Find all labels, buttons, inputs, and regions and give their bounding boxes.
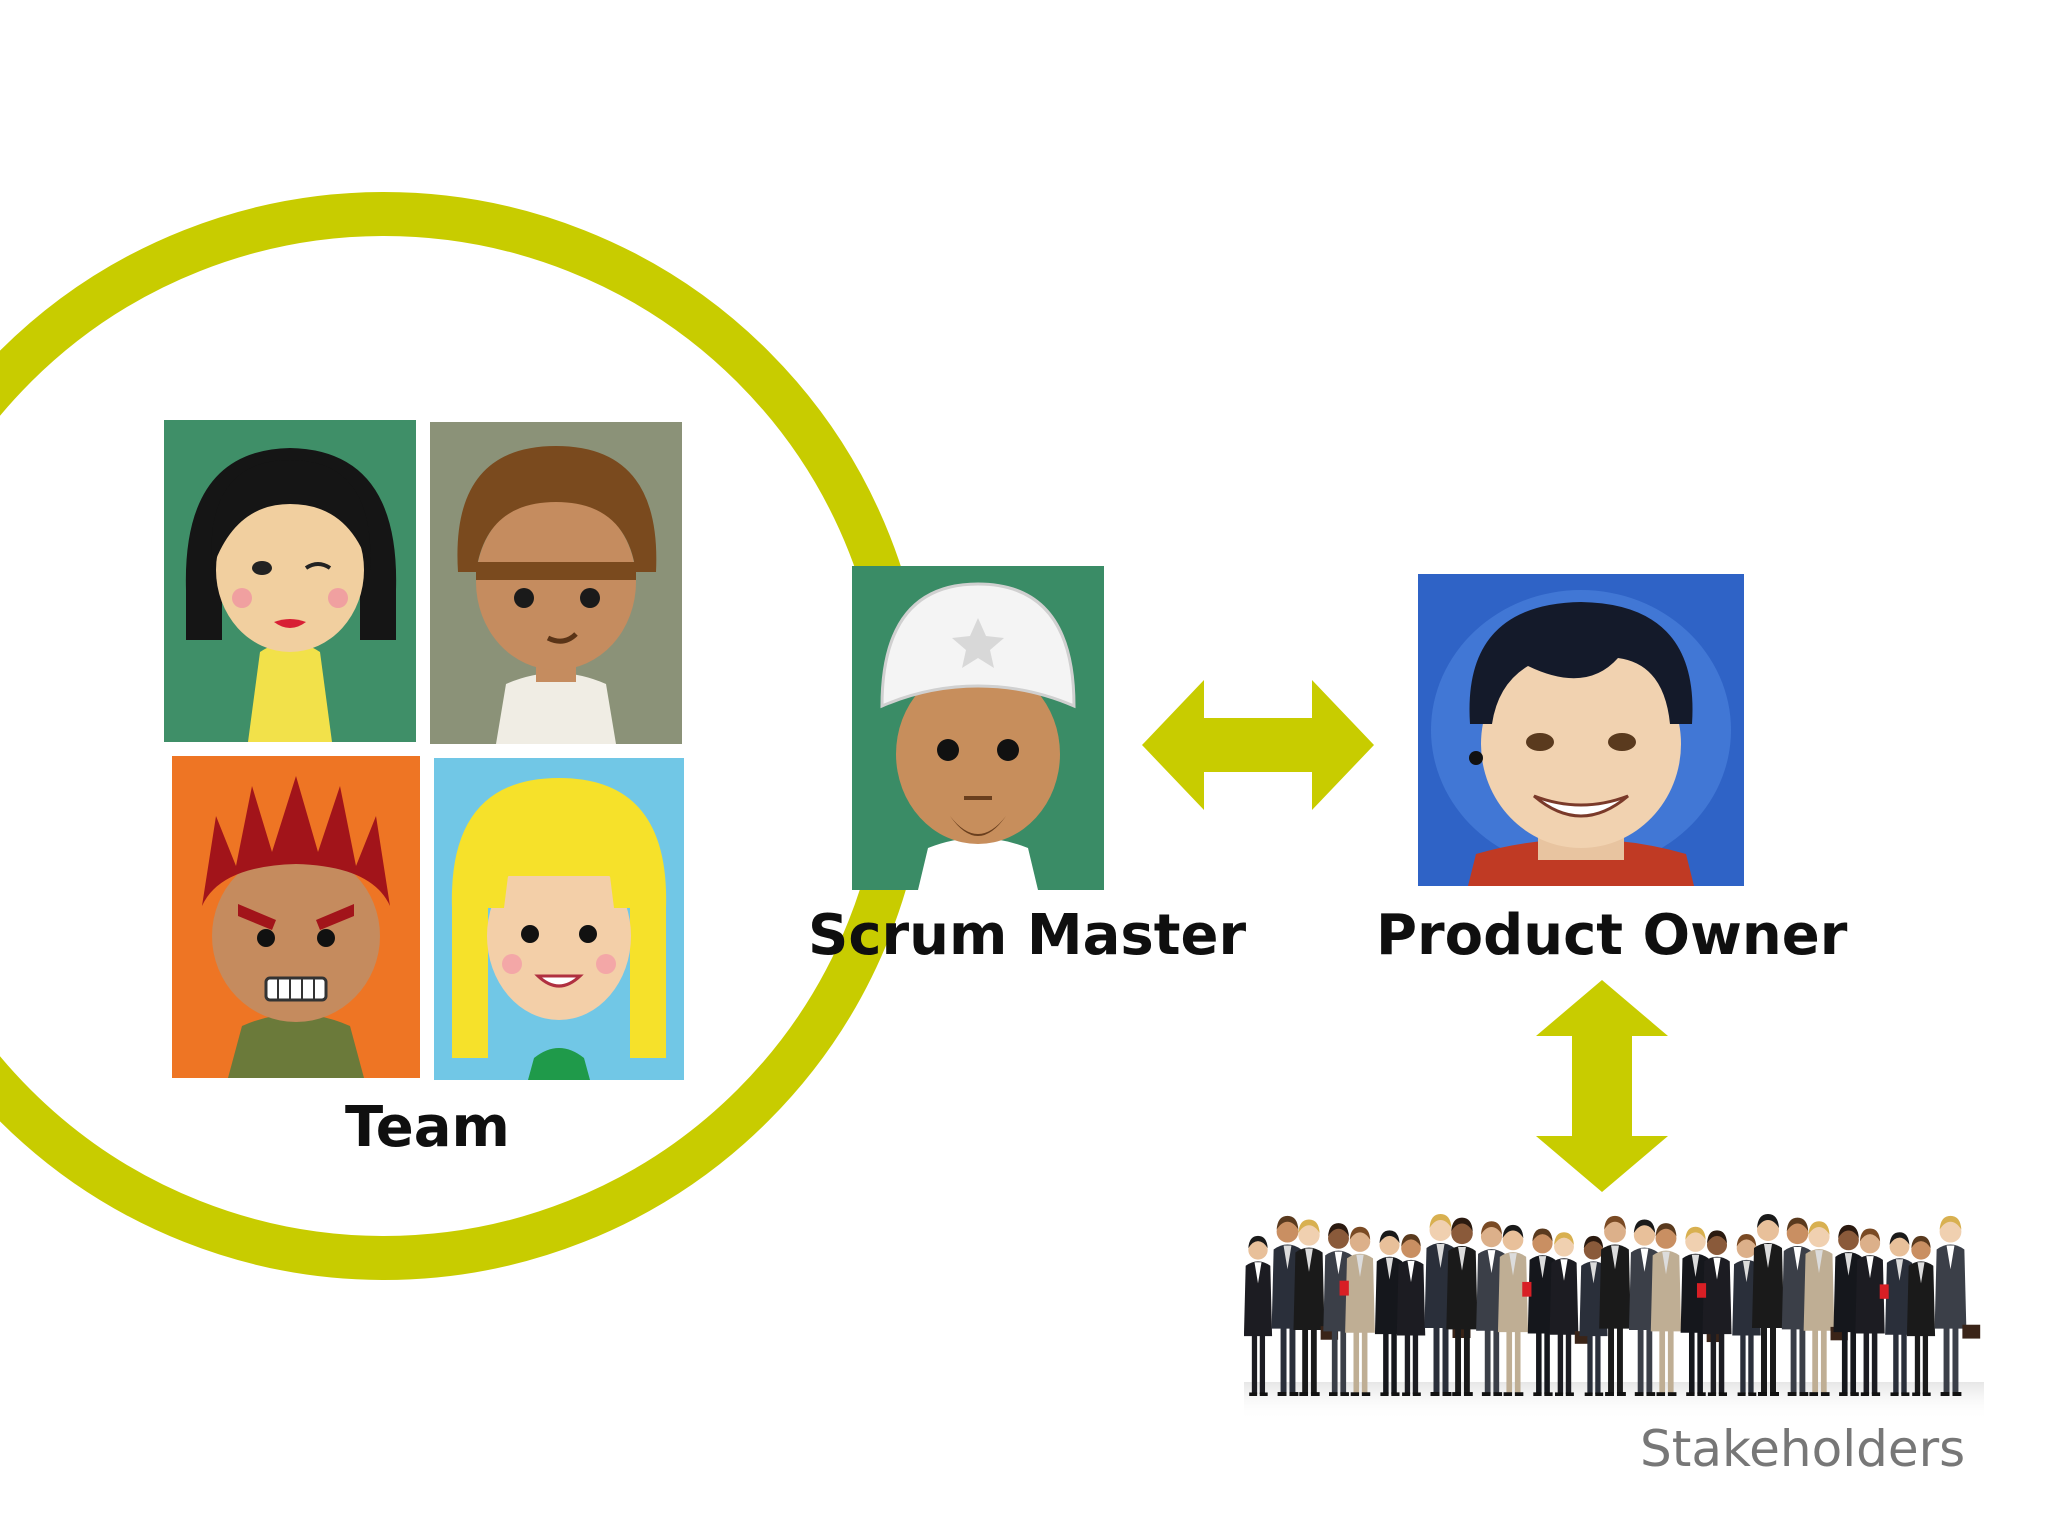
stakeholders-crowd-image (1244, 1196, 1984, 1420)
stakeholder-figure (1522, 1228, 1558, 1396)
team-member-1-avatar (164, 420, 416, 742)
product-owner-label: Product Owner (1376, 903, 1848, 968)
stakeholder-figure (1497, 1224, 1529, 1396)
stakeholder-figure (1855, 1228, 1885, 1396)
stakeholder-figure (1374, 1230, 1405, 1396)
stakeholder-figure (1339, 1226, 1375, 1396)
stakeholder-figure (1323, 1223, 1354, 1396)
double-arrow-horizontal-icon (1142, 680, 1374, 810)
stakeholder-figure (1696, 1230, 1732, 1396)
stakeholder-figure (1680, 1226, 1724, 1396)
stakeholder-figure (1549, 1232, 1591, 1396)
stakeholders-label: Stakeholders (1640, 1420, 1966, 1478)
double-arrow-vertical-icon (1536, 980, 1668, 1192)
stakeholder-figure (1599, 1215, 1631, 1396)
stakeholder-figure (1396, 1234, 1426, 1396)
stakeholder-figure (1650, 1223, 1682, 1396)
team-label: Team (345, 1095, 510, 1160)
stakeholder-figure (1803, 1221, 1848, 1396)
stakeholder-figure (1906, 1235, 1936, 1396)
scrum-master-label: Scrum Master (808, 903, 1247, 968)
stakeholder-figure (1752, 1214, 1784, 1396)
team-member-3-avatar (172, 756, 420, 1078)
product-owner-avatar (1418, 574, 1744, 886)
scrum-master-avatar (852, 566, 1104, 890)
team-member-2-avatar (430, 422, 682, 744)
stakeholder-figure (1934, 1215, 1981, 1396)
stakeholder-figure (1446, 1217, 1478, 1396)
stakeholder-figure (1244, 1235, 1273, 1396)
stakeholder-figure (1879, 1232, 1914, 1396)
team-member-4-avatar (434, 758, 684, 1080)
